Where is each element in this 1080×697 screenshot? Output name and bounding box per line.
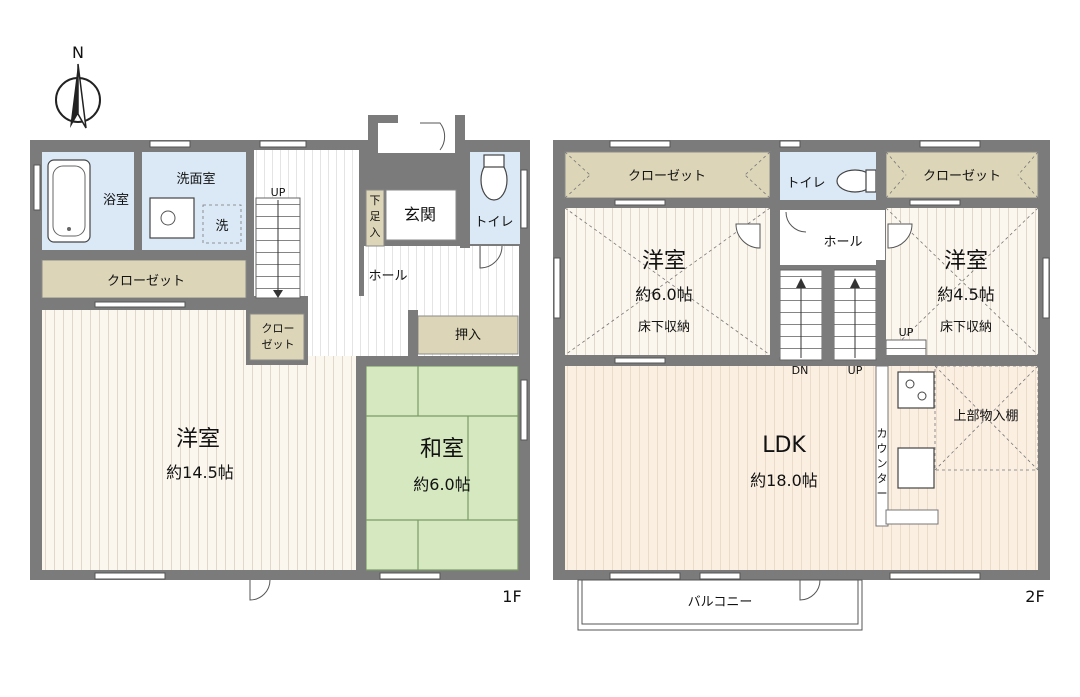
closet-small-label-1: クロー [262,322,295,335]
toilet-1f-label: トイレ [474,215,513,230]
counter-char: ー [877,487,888,500]
western-left-note: 床下収納 [638,320,690,335]
counter-char: タ [877,472,888,485]
ldk-label: LDK [762,433,806,458]
western-left-label: 洋室 [642,249,686,274]
shoebox-label-2: 足 [370,210,381,223]
toilet-2f-label: トイレ [786,176,825,191]
shoebox-label-3: 入 [370,226,381,239]
washer-label: 洗 [215,219,228,234]
stair-2f-up: UP [848,364,863,377]
ldk-size: 約18.0帖 [750,471,818,490]
western-right-label: 洋室 [944,249,988,274]
closet-left-label: クローゼット [628,169,706,184]
closet-long-label: クローゼット [107,274,185,289]
counter-char: ン [877,457,888,470]
counter-char: カ [877,427,888,440]
floor-1: 浴室 洗面室 洗 クローゼット クロー ゼット 洋室 約14.5帖 和室 約6.… [30,115,530,606]
japanese-room-label: 和室 [420,437,464,462]
stair-2f-up-small: UP [899,326,914,339]
oshiire-label: 押入 [455,328,481,343]
compass-icon: N [55,43,101,129]
floor-2-label: 2F [1025,587,1044,606]
balcony-label: バルコニー [688,595,753,610]
washroom-label: 洗面室 [176,171,215,187]
western-1f-size: 約14.5帖 [166,463,234,482]
hall-1f-label: ホール [368,269,407,284]
bath-label: 浴室 [103,192,129,208]
western-right-note: 床下収納 [940,320,992,335]
japanese-room-size: 約6.0帖 [413,475,470,494]
compass-north-label: N [72,43,84,62]
counter-char: ウ [877,442,888,455]
counter-label: カ ウ ン タ ー [877,427,888,500]
western-right-size: 約4.5帖 [937,285,994,304]
stair-1f-up: UP [271,186,286,199]
stair-2f-dn: DN [792,364,809,377]
shoebox-label-1: 下 [370,194,381,207]
upper-storage-label: 上部物入棚 [953,409,1018,424]
closet-right-label: クローゼット [923,169,1001,184]
closet-small-label-2: ゼット [262,338,295,351]
entrance-label: 玄関 [404,205,436,224]
western-left-size: 約6.0帖 [635,285,692,304]
hall-2f-label: ホール [823,235,862,250]
western-1f-label: 洋室 [176,427,220,452]
floor-1-label: 1F [502,587,521,606]
floor-2: クローゼット クローゼット トイレ ホール 洋室 約6.0帖 床下収納 洋室 約… [553,140,1050,631]
